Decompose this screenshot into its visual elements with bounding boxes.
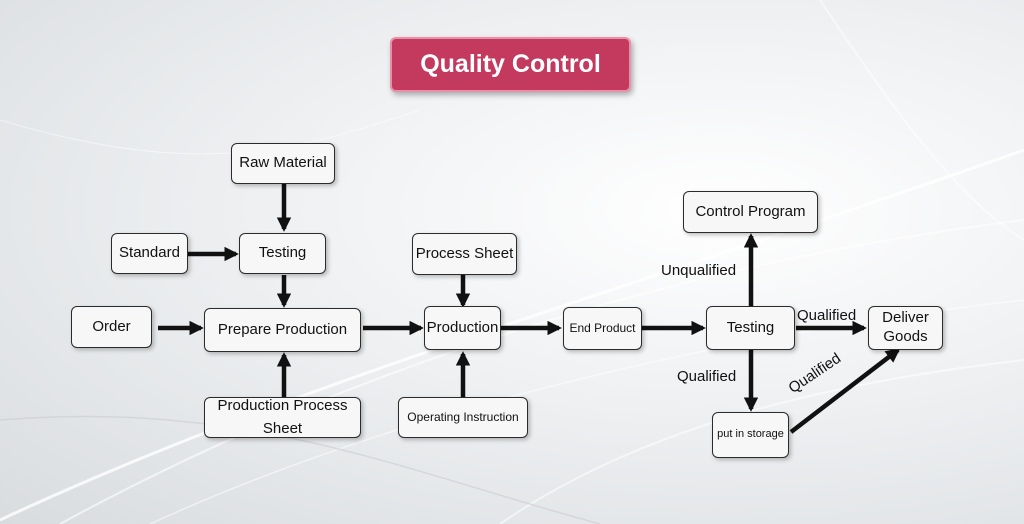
node-process-sheet: Process Sheet [412,233,517,275]
node-testing-1: Testing [239,233,326,274]
label-qualified-down: Qualified [677,368,737,385]
node-raw-material: Raw Material [231,143,335,184]
node-production-process-sheet-line-1: Production Process [217,396,348,414]
label-unqualified: Unqualified [661,262,737,279]
node-prepare-production: Prepare Production [204,308,361,352]
node-testing-2: Testing [706,306,795,350]
arrow-storage-to-deliver-goods [789,348,901,434]
node-deliver-goods-line-1: Deliver [882,309,929,327]
page-title: Quality Control [390,37,631,92]
node-operating-instruction: Operating Instruction [398,397,528,438]
node-put-in-storage: put in storage [712,412,789,458]
node-production-process-sheet-line-2: Sheet [262,419,303,437]
label-qualified-right: Qualified [797,307,857,324]
node-end-product: End Product [563,307,642,350]
node-control-program: Control Program [683,191,818,233]
node-standard: Standard [111,233,188,274]
node-production: Production [424,306,501,350]
node-order: Order [71,306,152,348]
node-deliver-goods-line-2: Goods [883,328,928,345]
